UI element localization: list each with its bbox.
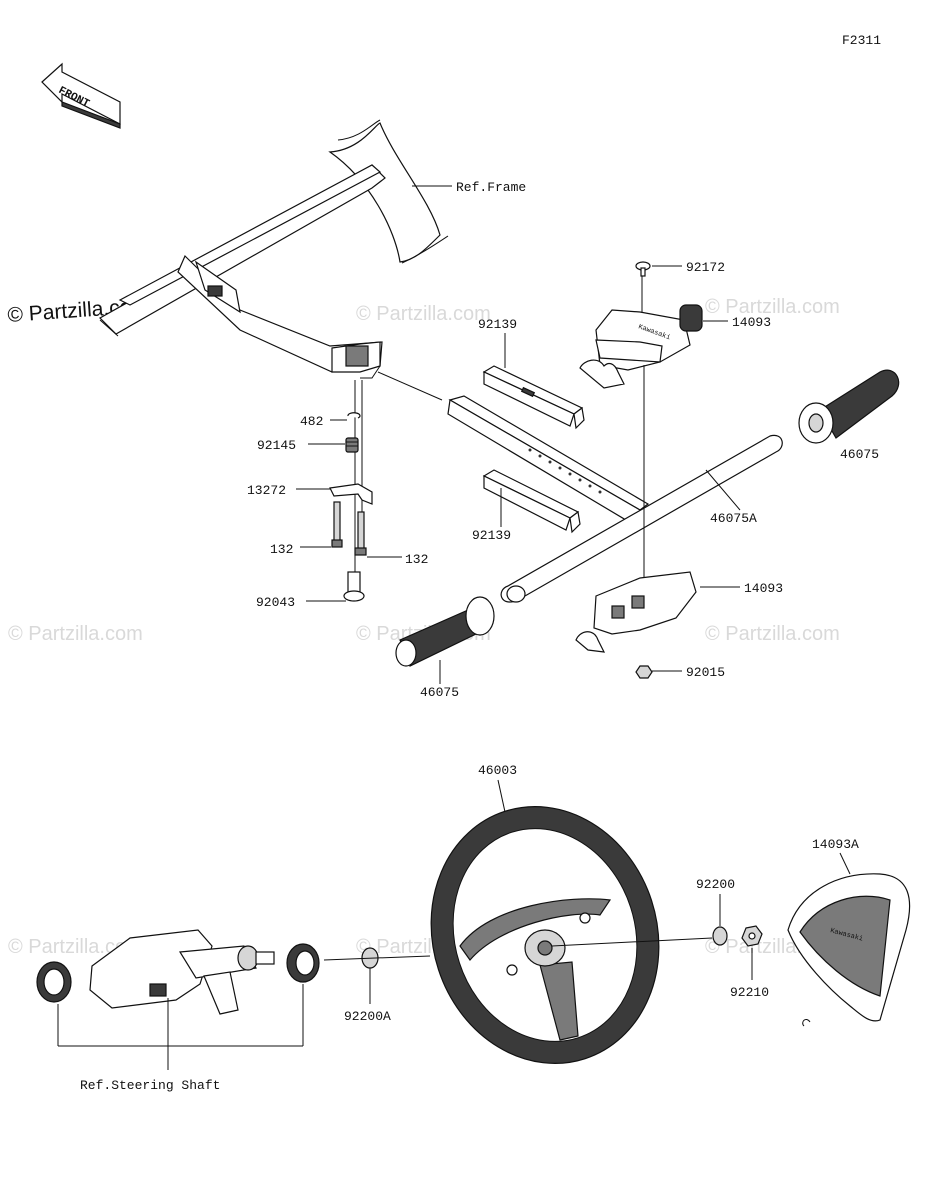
label-132-left: 132 [270,542,293,557]
watermark: © Partzilla.com [8,623,143,645]
watermark: © Partzilla.com [8,936,143,958]
screw-92172 [635,261,651,277]
label-ref-frame: Ref.Frame [456,180,526,195]
clamp-14093-bottom [575,571,697,653]
steering-shaft-ref [36,929,320,1015]
watermark: © Partzilla.com [356,303,491,325]
channel-92139-top [482,365,585,430]
label-92139-bottom: 92139 [472,528,511,543]
label-92210: 92210 [730,985,769,1000]
label-46003: 46003 [478,763,517,778]
channel-92139-bottom [482,469,581,534]
frame-ref [99,119,449,401]
label-14093A: 14093A [812,837,859,852]
label-92043: 92043 [256,595,295,610]
label-92172: 92172 [686,260,725,275]
crossbar [447,395,783,603]
label-132-right: 132 [405,552,428,567]
label-92200A: 92200A [344,1009,391,1024]
nut-92015 [635,665,653,679]
label-92200: 92200 [696,877,735,892]
label-92139-top: 92139 [478,317,517,332]
watermark: © Partzilla.com [705,296,840,318]
label-92145: 92145 [257,438,296,453]
grip-46075-left [395,596,495,667]
label-46075-left: 46075 [420,685,459,700]
grip-46075-right [798,369,900,444]
clamp-14093-top: Kawasaki [579,304,703,389]
steering-wheel-46003 [430,806,660,1064]
label-14093-bottom: 14093 [744,581,783,596]
front-arrow-icon: FRONT [41,62,121,129]
label-46075A: 46075A [710,511,757,526]
watermark: © Partzilla.com [705,623,840,645]
label-13272: 13272 [247,483,286,498]
nut-92210 [741,925,763,947]
label-92015: 92015 [686,665,725,680]
label-46075-right: 46075 [840,447,879,462]
bracket-hardware [329,380,373,602]
diagram-code: F2311 [842,33,881,48]
watermarks: © Partzilla.com © Partzilla.com © Partzi… [8,296,840,958]
label-482: 482 [300,414,323,429]
cover-14093A: Kawasaki [787,873,911,1027]
washer-92200 [712,926,728,946]
label-14093-top: 14093 [732,315,771,330]
label-ref-steering-shaft: Ref.Steering Shaft [80,1078,220,1093]
